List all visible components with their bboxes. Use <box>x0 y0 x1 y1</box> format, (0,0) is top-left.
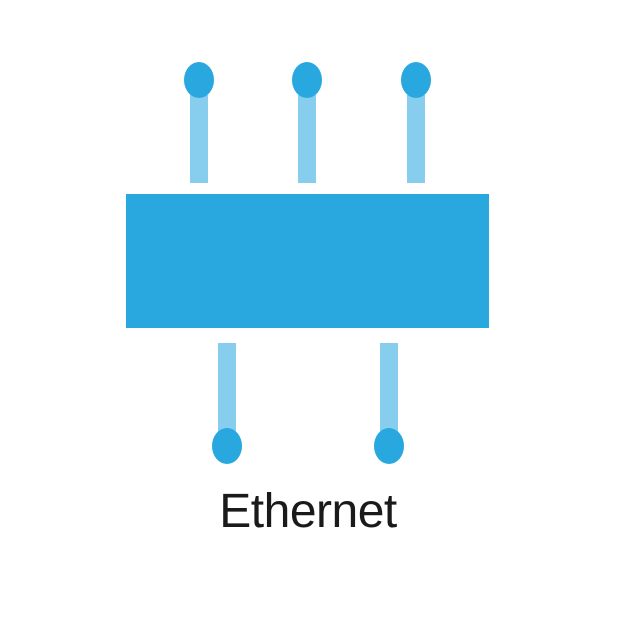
top-node-3 <box>401 62 431 98</box>
top-node-2 <box>292 62 322 98</box>
top-stub-2 <box>298 95 316 183</box>
bottom-stub-2 <box>380 343 398 435</box>
bus-bar <box>126 194 489 328</box>
ethernet-label: Ethernet <box>219 485 397 538</box>
bottom-node-1 <box>212 428 242 464</box>
bottom-stub-1 <box>218 343 236 435</box>
top-node-1 <box>184 62 214 98</box>
top-stub-3 <box>407 95 425 183</box>
top-stub-1 <box>190 95 208 183</box>
bottom-node-2 <box>374 428 404 464</box>
